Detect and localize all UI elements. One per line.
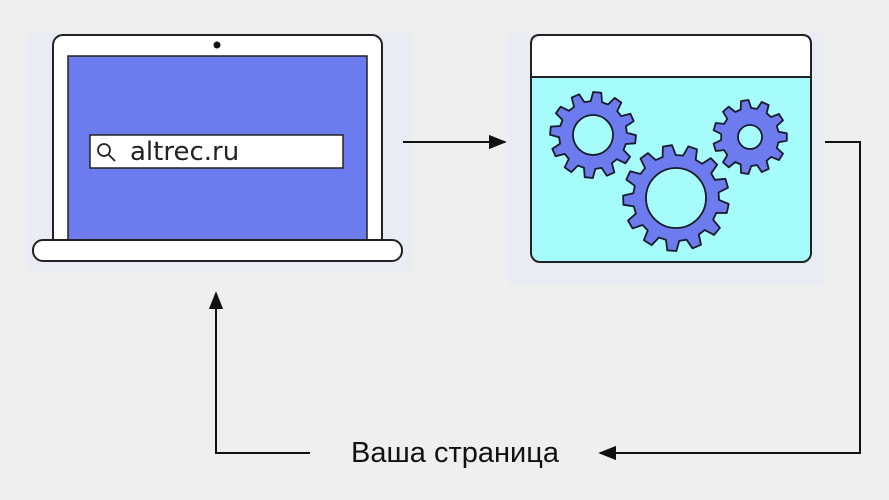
window-header	[530, 34, 812, 78]
gear-hole	[572, 114, 614, 156]
laptop-base	[32, 239, 403, 262]
search-input[interactable]: altrec.ru	[130, 137, 240, 167]
arrow-to-laptop	[208, 291, 310, 454]
laptop	[32, 34, 403, 262]
search-icon	[97, 143, 116, 162]
gear-hole	[737, 124, 763, 150]
server-window	[530, 34, 812, 263]
arrow-to-page	[598, 141, 861, 461]
gear-hole	[645, 167, 707, 229]
camera-icon	[213, 41, 221, 49]
caption-label: Ваша страница	[351, 437, 559, 469]
search-bar	[89, 134, 344, 169]
